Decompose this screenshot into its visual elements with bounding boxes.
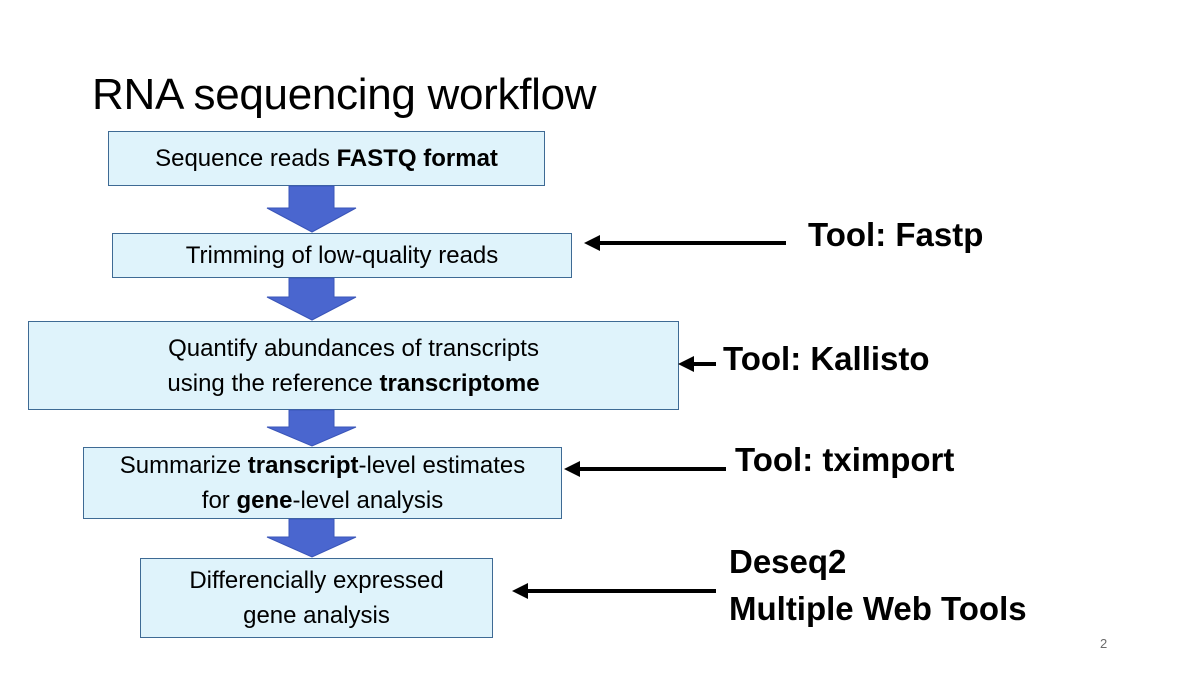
step-text: Sequence reads [155, 145, 337, 172]
tool-label-fastp: Tool: Fastp [808, 216, 984, 253]
step-text: gene analysis [243, 602, 390, 629]
down-arrow [266, 185, 357, 233]
step-box-fastq: Sequence reads FASTQ format [108, 131, 545, 186]
bold-term: FASTQ format [336, 145, 498, 172]
bold-term: transcript [247, 452, 359, 479]
step-box-differential: Differencially expressed gene analysis [140, 558, 493, 638]
step-text: for [201, 487, 237, 514]
step-text-line-1: Quantify abundances of transcripts [168, 331, 539, 366]
step-text-line-2: for gene-level analysis [202, 483, 443, 518]
step-box-quantify: Quantify abundances of transcripts using… [28, 321, 679, 410]
step-text-line-2: gene analysis [243, 598, 390, 633]
step-text: using the reference [167, 369, 380, 397]
down-arrow [266, 409, 357, 447]
tool-label-deseq2: Deseq2 [729, 543, 847, 580]
step-text: Differencially expressed [189, 567, 444, 594]
tool-label-web-tools: Multiple Web Tools [729, 590, 1027, 627]
step-text: -level estimates [358, 452, 526, 479]
step-text-line-1: Summarize transcript-level estimates [120, 448, 525, 483]
step-text: Quantify abundances of transcripts [168, 334, 539, 362]
tool-label-tximport: Tool: tximport [735, 441, 955, 478]
page-number: 2 [1100, 636, 1108, 651]
pointer-arrow-kallisto [678, 356, 716, 372]
step-box-trimming: Trimming of low-quality reads [112, 233, 572, 278]
tool-label-kallisto: Tool: Kallisto [723, 340, 930, 377]
down-arrow [266, 277, 357, 321]
step-text: Trimming of low-quality reads [185, 242, 499, 269]
step-text-line-2: using the reference transcriptome [167, 366, 539, 401]
bold-term: transcriptome [379, 369, 540, 397]
pointer-arrow-deseq [512, 583, 716, 599]
step-text-line-1: Differencially expressed [189, 563, 443, 598]
bold-term: gene [236, 487, 293, 514]
step-text: Summarize [119, 452, 248, 479]
page-title: RNA sequencing workflow [92, 70, 597, 119]
pointer-arrow-fastp [584, 235, 786, 251]
pointer-arrow-tximport [564, 461, 726, 477]
down-arrow [266, 518, 357, 558]
step-text-line-1: Trimming of low-quality reads [186, 238, 499, 273]
step-text: -level analysis [292, 487, 444, 514]
step-text-line-1: Sequence reads FASTQ format [155, 141, 498, 176]
